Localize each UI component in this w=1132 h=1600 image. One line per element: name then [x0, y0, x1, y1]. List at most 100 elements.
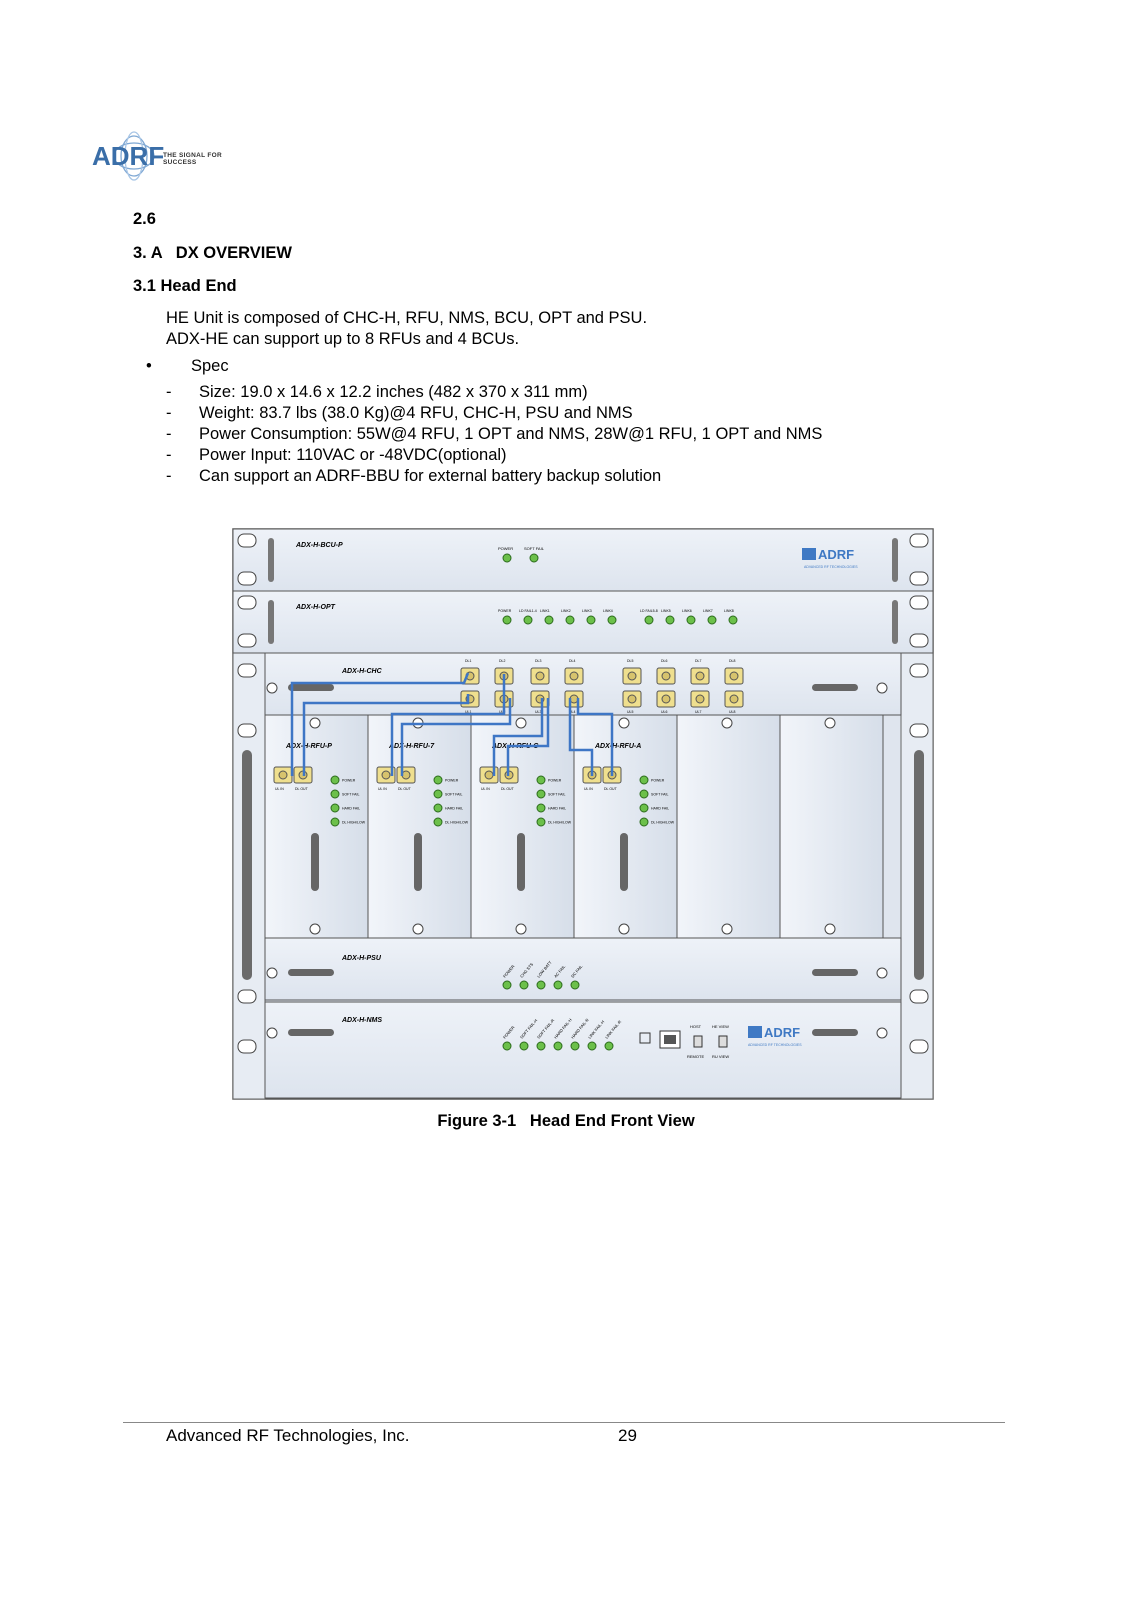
spec-label: Spec	[191, 357, 229, 375]
logo-tagline: THE SIGNAL FOR SUCCESS	[163, 152, 222, 166]
rfu-led-label: HARD FAIL	[651, 807, 669, 811]
chc-module: ADX-H-CHC DL1UL1DL2UL2DL3UL3DL4UL4DL5UL5…	[264, 652, 902, 716]
rfu-led	[536, 803, 546, 813]
chapter-heading: 3. A DX OVERVIEW	[133, 244, 292, 262]
psu-led	[570, 980, 580, 990]
rfu-led-label: POWER	[445, 779, 459, 783]
rail-details	[237, 663, 929, 1054]
rfu-led-label: SOFT FAIL	[548, 793, 565, 797]
spec-dash: -	[166, 446, 172, 464]
chc-port-label: DL4	[569, 659, 575, 663]
rfu-led-label: HARD FAIL	[548, 807, 566, 811]
intro-line-1: HE Unit is composed of CHC-H, RFU, NMS, …	[166, 309, 648, 327]
opt-led	[728, 615, 738, 625]
opt-led-label: LINK1	[540, 609, 550, 613]
opt-led-label: LINK7	[703, 609, 713, 613]
opt-led	[565, 615, 575, 625]
rfu-port-label: UL IN	[584, 787, 593, 791]
nms-ports: HOST HE VIEW REMOTE RU VIEW	[639, 1024, 729, 1059]
opt-led-label: LINK3	[582, 609, 592, 613]
spec-dash: -	[166, 383, 172, 401]
rfu-label: ADX-H-RFU-P	[285, 743, 332, 750]
rfu-handle	[517, 833, 525, 891]
bcu-label: ADX-H-BCU-P	[295, 542, 343, 549]
psu-led	[519, 980, 529, 990]
chc-port-label: UL1	[465, 710, 471, 714]
rfu-port-label: DL OUT	[604, 787, 618, 791]
coax-cables	[290, 672, 614, 776]
chc-port-label: UL8	[729, 710, 735, 714]
nms-label: ADX-H-NMS	[341, 1017, 382, 1024]
opt-led-label: LINK8	[724, 609, 734, 613]
psu-led	[536, 980, 546, 990]
nms-led	[604, 1041, 614, 1051]
head-end-front-view-figure: ADX-H-BCU-P POWER SOFT FAIL ADRF ADVANCE…	[232, 528, 934, 1100]
adrf-badge-top: ADRF ADVANCED RF TECHNOLOGIES	[802, 547, 858, 569]
opt-led	[665, 615, 675, 625]
rfu-label: ADX-H-RFU-A	[594, 743, 641, 750]
rfu-led-label: HARD FAIL	[445, 807, 463, 811]
chc-port-label: DL5	[627, 659, 633, 663]
figure-caption: Figure 3-1 Head End Front View	[437, 1112, 695, 1130]
opt-label: ADX-H-OPT	[295, 604, 336, 611]
chc-port-label: DL1	[465, 659, 471, 663]
footer-rule	[123, 1422, 1005, 1423]
rfu-led	[536, 789, 546, 799]
chc-port-label: UL7	[695, 710, 701, 714]
rfu-led-label: SOFT FAIL	[342, 793, 359, 797]
opt-led	[607, 615, 617, 625]
spec-dash: -	[166, 467, 172, 485]
rfu-led-label: DL HIGH/LOW	[651, 821, 675, 825]
psu-label: ADX-H-PSU	[341, 955, 382, 962]
footer-company: Advanced RF Technologies, Inc.	[166, 1426, 410, 1445]
chc-port-label: DL7	[695, 659, 701, 663]
opt-led-label: LINK2	[561, 609, 571, 613]
rfu-slot	[676, 714, 781, 939]
rfu-port-label: DL OUT	[398, 787, 412, 791]
bcu-leds: POWER SOFT FAIL	[498, 546, 545, 563]
svg-text:ADRF: ADRF	[818, 547, 854, 562]
chc-port-label: DL6	[661, 659, 667, 663]
logo-brand: ADRF	[92, 141, 165, 171]
bcu-module: ADX-H-BCU-P POWER SOFT FAIL ADRF ADVANCE…	[232, 528, 934, 592]
nms-led	[570, 1041, 580, 1051]
svg-text:REMOTE: REMOTE	[687, 1054, 704, 1059]
opt-led	[544, 615, 554, 625]
rfu-port-label: DL OUT	[501, 787, 515, 791]
opt-led-label: LD FAIL1-4	[519, 609, 537, 613]
opt-led-label: LD FAIL5-8	[640, 609, 658, 613]
logo-graphic	[113, 131, 155, 181]
rfu-label: ADX-H-RFU-7	[388, 743, 435, 750]
rfu-led	[433, 817, 443, 827]
svg-text:POWER: POWER	[498, 546, 513, 551]
svg-text:HOST: HOST	[690, 1024, 702, 1029]
rfu-port-label: UL IN	[481, 787, 490, 791]
rfu-led	[639, 803, 649, 813]
intro-line-2: ADX-HE can support up to 8 RFUs and 4 BC…	[166, 330, 520, 348]
rfu-led	[330, 817, 340, 827]
rfu-led	[433, 803, 443, 813]
svg-text:RU VIEW: RU VIEW	[712, 1054, 729, 1059]
chc-port-label: UL2	[499, 710, 505, 714]
spec-item: Weight: 83.7 lbs (38.0 Kg)@4 RFU, CHC-H,…	[199, 404, 633, 422]
chc-port-label: DL8	[729, 659, 735, 663]
rfu-led-label: POWER	[651, 779, 665, 783]
rfu-led-label: DL HIGH/LOW	[342, 821, 366, 825]
company-logo: ADRF THE SIGNAL FOR SUCCESS	[92, 130, 252, 184]
nms-led	[502, 1041, 512, 1051]
nms-led	[519, 1041, 529, 1051]
rfu-led	[536, 817, 546, 827]
svg-text:ADVANCED RF TECHNOLOGIES: ADVANCED RF TECHNOLOGIES	[804, 565, 858, 569]
svg-text:ADRF: ADRF	[764, 1025, 800, 1040]
spec-item: Size: 19.0 x 14.6 x 12.2 inches (482 x 3…	[199, 383, 588, 401]
rfu-led	[639, 817, 649, 827]
rfu-led	[330, 803, 340, 813]
footer-page-number: 29	[618, 1426, 637, 1445]
rfu-handle	[414, 833, 422, 891]
opt-led-label: LINK6	[682, 609, 692, 613]
chc-port-label: UL6	[661, 710, 667, 714]
